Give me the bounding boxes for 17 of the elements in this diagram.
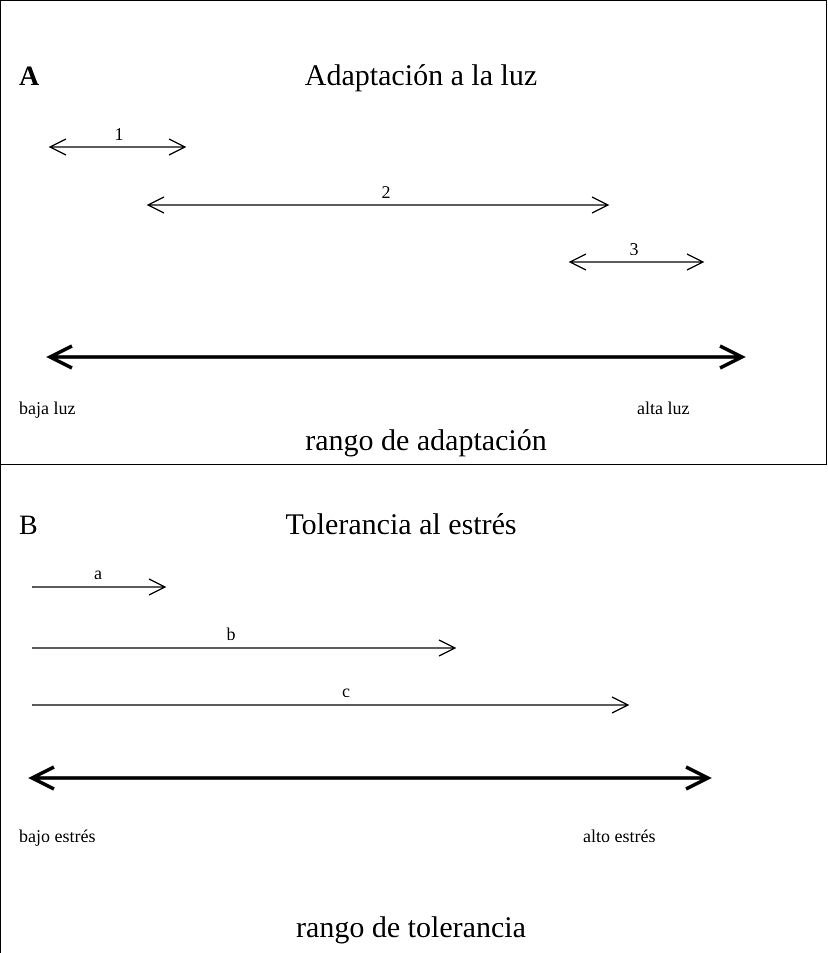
range-end-label: alta luz	[637, 399, 690, 417]
arrow-label: a	[94, 564, 102, 582]
range-end-label: baja luz	[19, 399, 76, 417]
panel-letter: A	[19, 63, 40, 91]
range-end-label: alto estrés	[583, 827, 656, 845]
panel-title: Tolerancia al estrés	[285, 510, 517, 540]
panel-title: Adaptación a la luz	[304, 61, 538, 91]
arrow-label: 2	[382, 183, 390, 201]
arrow-label: 3	[630, 240, 638, 258]
range-end-label: bajo estrés	[19, 827, 96, 845]
arrow-label: c	[342, 682, 350, 700]
arrow-label: 1	[114, 125, 124, 143]
panel	[0, 0, 827, 465]
arrow-label: b	[226, 625, 236, 643]
axis-caption: rango de tolerancia	[296, 913, 526, 943]
axis-caption: rango de adaptación	[305, 426, 547, 456]
panel-letter: B	[19, 512, 38, 540]
